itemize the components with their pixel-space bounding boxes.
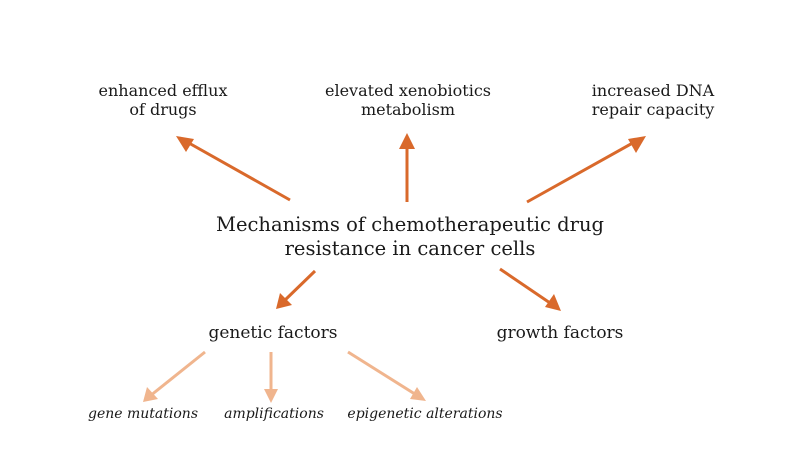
arrowhead-amplifications <box>264 389 278 403</box>
arrowhead-xenobiotics-metabolism <box>399 133 415 149</box>
arrowhead-enhanced-efflux <box>176 136 194 152</box>
arrowhead-genetic-factors <box>276 293 292 309</box>
label-xenobiotics-metabolism-line1: elevated xenobiotics <box>325 81 491 100</box>
label-enhanced-efflux-line1: enhanced efflux <box>98 81 228 100</box>
arrow-to-gene-mutations <box>149 350 206 398</box>
arrowhead-growth-factors <box>545 294 561 311</box>
arrow-to-genetic-factors <box>281 269 317 304</box>
arrowhead-epigenetic-alterations <box>410 387 426 401</box>
label-gene-mutations: gene mutations <box>88 406 198 422</box>
arrow-to-enhanced-efflux <box>179 136 291 202</box>
label-growth-factors: growth factors <box>496 323 624 343</box>
primary-arrows <box>176 133 646 311</box>
label-dna-repair: increased DNA repair capacity <box>568 81 738 119</box>
label-enhanced-efflux: enhanced efflux of drugs <box>78 81 248 119</box>
arrowhead-dna-repair <box>628 136 646 153</box>
arrow-to-dna-repair <box>526 138 639 204</box>
center-title: Mechanisms of chemotherapeutic drug resi… <box>180 213 640 261</box>
center-title-line2: resistance in cancer cells <box>284 236 536 260</box>
label-xenobiotics-metabolism: elevated xenobiotics metabolism <box>303 81 513 119</box>
label-xenobiotics-metabolism-line2: metabolism <box>360 100 456 120</box>
arrow-to-growth-factors <box>499 267 554 307</box>
arrowhead-gene-mutations <box>143 387 158 402</box>
label-enhanced-efflux-line2: of drugs <box>129 100 197 120</box>
center-title-line1: Mechanisms of chemotherapeutic drug <box>215 213 605 236</box>
label-dna-repair-line1: increased DNA <box>591 81 715 100</box>
label-epigenetic-alterations: epigenetic alterations <box>347 406 503 422</box>
label-dna-repair-line2: repair capacity <box>591 100 715 120</box>
secondary-arrows <box>143 350 426 403</box>
label-genetic-factors: genetic factors <box>208 323 338 343</box>
label-amplifications: amplifications <box>224 406 324 422</box>
arrow-to-epigenetic-alterations <box>347 350 419 398</box>
